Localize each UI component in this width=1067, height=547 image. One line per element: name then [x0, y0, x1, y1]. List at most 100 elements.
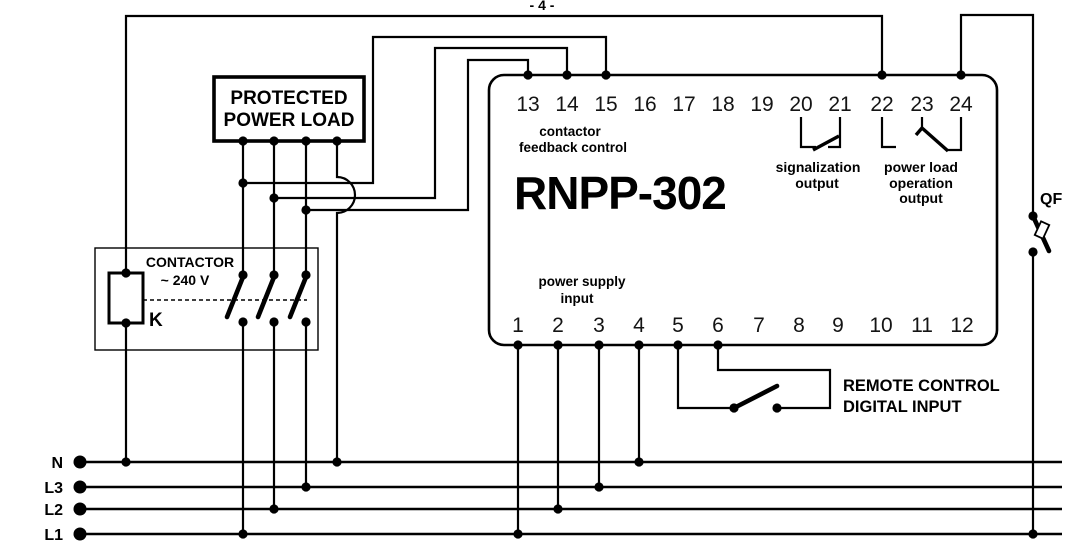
coil-terminal-dot: [121, 318, 131, 328]
wire-terminal24-to-qf: [959, 13, 1035, 216]
terminal-12: 12: [950, 314, 973, 337]
switch-contact-dot: [729, 403, 739, 413]
label-power-supply-2: input: [561, 291, 594, 306]
label-power-load-1: power load: [884, 159, 958, 175]
junction-dot: [269, 193, 279, 203]
junction-dot-l3: [594, 482, 604, 492]
terminal-18: 18: [711, 93, 734, 116]
label-power-load-2: operation: [889, 175, 953, 191]
terminal-5: 5: [672, 314, 684, 337]
bus-n-label: N: [51, 455, 63, 472]
contactor-pole2-blade-icon: [255, 274, 277, 320]
terminal-15: 15: [594, 93, 617, 116]
bus-l2-terminal-dot: [73, 502, 87, 516]
junction-dot-n: [634, 457, 644, 467]
terminal-2-dot: [553, 340, 563, 350]
label-power-supply-1: power supply: [538, 274, 626, 289]
power-buses: N L3 L2 L1: [44, 455, 1062, 544]
relay-pin-22: [880, 117, 896, 149]
wire-feedback-terminal14: [274, 46, 569, 200]
power-load-relay-contact-symbol: [880, 117, 963, 153]
terminal-14-dot: [562, 70, 572, 80]
device-model: RNPP-302: [514, 167, 726, 219]
load-outline: [212, 75, 366, 143]
terminal-1: 1: [512, 314, 524, 337]
signalization-relay-contact-symbol: [799, 117, 842, 152]
terminal-22: 22: [870, 93, 893, 116]
terminal-14: 14: [555, 93, 579, 116]
terminal-10: 10: [869, 314, 892, 337]
wire-switch-to-terminal6: [716, 345, 832, 410]
label-signalization-1: signalization: [776, 159, 861, 175]
bus-l2-label: L2: [44, 502, 63, 519]
pole-contact-dot: [269, 317, 279, 327]
breaker-contact-dot: [1028, 247, 1038, 257]
wire-terminal5-to-switch: [676, 345, 734, 410]
wire-feedback-terminal13: [306, 58, 530, 212]
device-rnpp302: RNPP-302 13 14 15 16 17 18 19 20 21 22 2…: [487, 70, 999, 350]
page-number: - 4 -: [530, 0, 555, 13]
contactor-coil-label: K: [149, 310, 163, 331]
bus-l3-label: L3: [44, 480, 63, 497]
contactor-outline: [94, 247, 319, 351]
remote-control-label-2: DIGITAL INPUT: [843, 398, 962, 416]
bus-n-terminal-dot: [73, 455, 87, 469]
terminal-17: 17: [672, 93, 695, 116]
relay-pin-21: [828, 117, 842, 149]
remote-control-switch: REMOTE CONTROL DIGITAL INPUT: [676, 345, 1000, 416]
contactor-voltage: ~ 240 V: [161, 272, 210, 288]
coil-terminal-dot: [121, 268, 131, 278]
terminal-19: 19: [750, 93, 773, 116]
terminal-6: 6: [712, 314, 724, 337]
contactor-pole1-blade-icon: [224, 274, 246, 320]
terminal-21: 21: [828, 93, 851, 116]
load-terminal-dot: [301, 136, 311, 146]
contactor-coil-icon: [107, 271, 145, 325]
label-contactor-feedback-1: contactor: [539, 124, 601, 139]
terminal-9: 9: [832, 314, 844, 337]
relay-changeover-blade-icon: [914, 125, 950, 153]
terminal-15-dot: [601, 70, 611, 80]
terminal-24-dot: [956, 70, 966, 80]
load-label-1: PROTECTED: [230, 88, 347, 109]
junction-dot-l1: [513, 529, 523, 539]
wire-feedback-terminal15: [243, 35, 608, 185]
junction-dot-n: [332, 457, 342, 467]
switch-contact-dot: [772, 403, 782, 413]
pole-contact-dot: [301, 270, 311, 280]
relay-blade-icon: [812, 134, 840, 152]
load-terminal-dot: [269, 136, 279, 146]
contactor: CONTACTOR ~ 240 V K: [94, 247, 319, 351]
pole-contact-dot: [269, 270, 279, 280]
junction-dot-l3: [301, 482, 311, 492]
terminal-16: 16: [633, 93, 656, 116]
bus-l1-label: L1: [44, 527, 63, 544]
terminal-23: 23: [910, 93, 933, 116]
pole-contact-dot: [238, 270, 248, 280]
junction-dot-n: [121, 457, 131, 467]
terminal-22-dot: [877, 70, 887, 80]
relay-pin-24: [946, 117, 963, 152]
protected-power-load: PROTECTED POWER LOAD: [212, 75, 366, 146]
relay-pin-20: [799, 117, 816, 149]
load-label-2: POWER LOAD: [224, 110, 355, 131]
breaker-contact-dot: [1028, 211, 1038, 221]
terminal-2: 2: [552, 314, 564, 337]
terminal-13: 13: [516, 93, 539, 116]
pole-contact-dot: [238, 317, 248, 327]
terminal-4: 4: [633, 314, 645, 337]
pole-contact-dot: [301, 317, 311, 327]
contactor-title: CONTACTOR: [146, 254, 234, 270]
label-power-load-3: output: [899, 190, 943, 206]
junction-dot-l2: [269, 504, 279, 514]
terminal-13-dot: [523, 70, 533, 80]
remote-switch-blade-icon: [731, 383, 780, 411]
terminal-1-dot: [513, 340, 523, 350]
breaker-label: QF: [1040, 191, 1062, 208]
junction-dot-l1: [1028, 529, 1038, 539]
wire-coil-top-to-terminal22: [124, 14, 884, 273]
load-terminal-dot: [332, 136, 342, 146]
junction-dot-l1: [238, 529, 248, 539]
